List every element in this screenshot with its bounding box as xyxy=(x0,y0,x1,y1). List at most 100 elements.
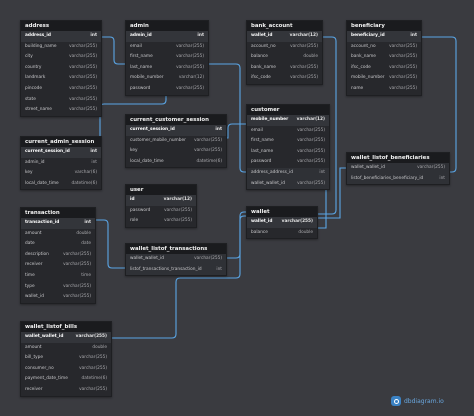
table-header[interactable]: address xyxy=(21,21,101,31)
link-bills-wallet[interactable] xyxy=(110,215,246,339)
link-wallet-bank-account[interactable] xyxy=(316,36,337,215)
field-type: int xyxy=(91,159,97,165)
table-header[interactable]: wallet_listof_beneficiaries xyxy=(347,153,449,163)
table-header[interactable]: wallet_listof_transactions xyxy=(126,244,226,254)
table-header[interactable]: user xyxy=(126,185,196,195)
link-wallet-beneficiaries-beneficiary[interactable] xyxy=(420,36,457,173)
table-header[interactable]: bank_account xyxy=(247,21,322,31)
link-customer-customer-session[interactable] xyxy=(225,123,246,139)
table-header[interactable]: customer xyxy=(247,105,329,115)
table-header[interactable]: admin xyxy=(126,21,208,31)
table-header[interactable]: wallet xyxy=(247,207,317,217)
table-header[interactable]: wallet_listof_bills xyxy=(21,322,111,332)
table-header[interactable]: transaction xyxy=(21,208,95,218)
link-listof-transactions-wallet[interactable] xyxy=(225,211,246,259)
field-type: int xyxy=(319,169,325,175)
table-header[interactable]: current_admin_session xyxy=(21,137,101,147)
table-header[interactable]: beneficiary xyxy=(347,21,421,31)
field-name: bill_type xyxy=(25,355,44,361)
table-header[interactable]: current_customer_session xyxy=(126,115,226,125)
link-transaction-listof[interactable] xyxy=(94,219,125,269)
link-wallet-beneficiaries-wallet[interactable] xyxy=(316,167,346,219)
field-name: role xyxy=(130,218,139,224)
